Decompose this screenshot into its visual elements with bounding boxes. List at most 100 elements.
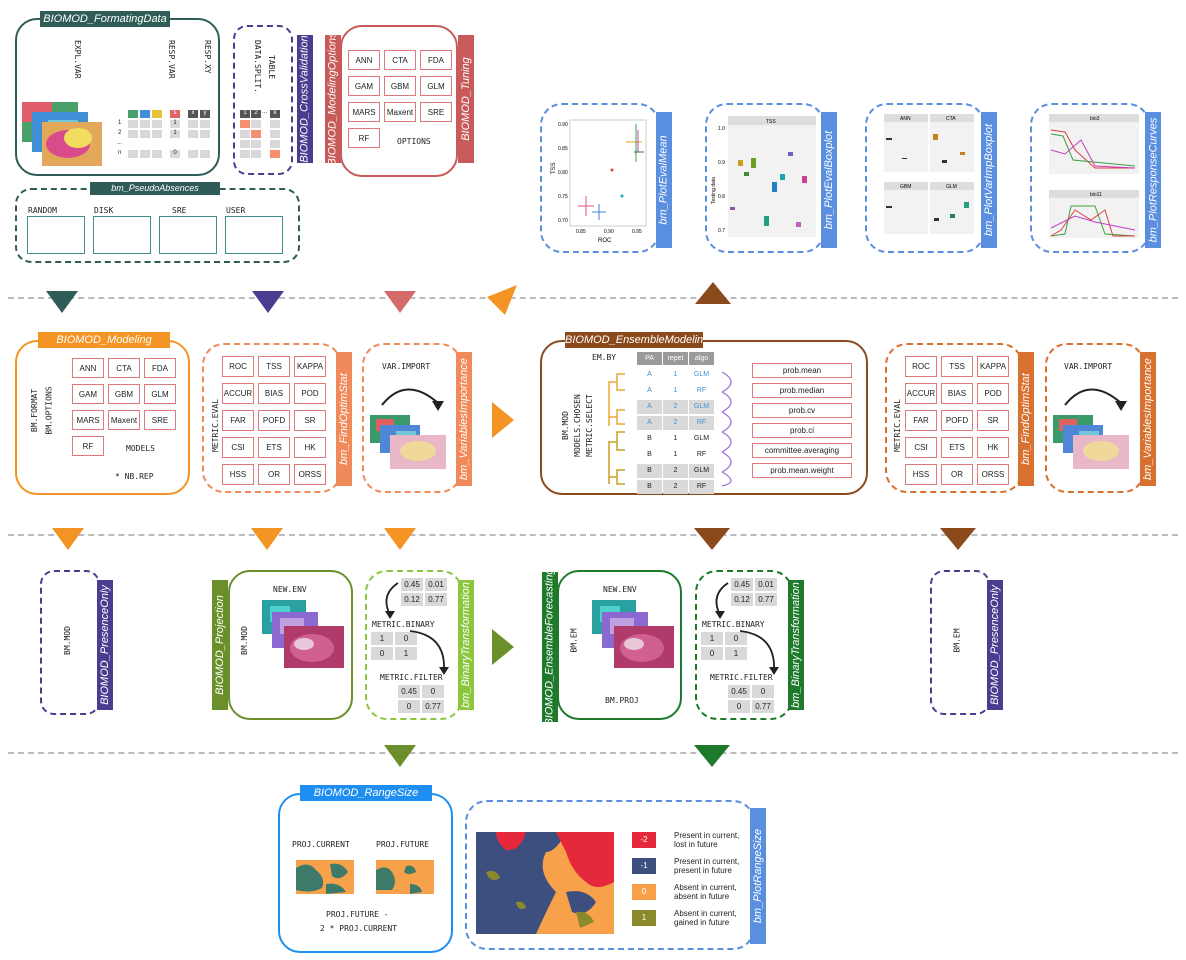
expl-var-label: EXPL.VAR — [73, 40, 82, 79]
model-rf[interactable]: RF — [72, 436, 104, 456]
metric-or[interactable]: OR — [941, 464, 973, 485]
eb-ytick: 1.0 — [718, 126, 725, 132]
model-option-maxent[interactable]: Maxent — [384, 102, 416, 122]
metric-pofd[interactable]: POFD — [941, 410, 973, 431]
ens-output-prob-mean[interactable]: prob.mean — [752, 363, 852, 378]
plot-rangesize-tab[interactable]: bm_PlotRangeSize — [750, 808, 766, 944]
metric-sr[interactable]: SR — [977, 410, 1009, 431]
ens-cell: RF — [689, 416, 714, 430]
model-mars[interactable]: MARS — [72, 410, 104, 430]
binary-cell: 0 — [370, 646, 394, 661]
ens-output-committee-averaging[interactable]: committee.averaging — [752, 443, 852, 458]
metric-hk[interactable]: HK — [977, 437, 1009, 458]
pseudo-option-disk[interactable] — [93, 216, 151, 254]
model-option-rf[interactable]: RF — [348, 128, 380, 148]
cross-validation-tab[interactable]: BIOMOD_CrossValidation — [297, 35, 313, 163]
bm-proj-label: BM.PROJ — [605, 696, 639, 705]
model-ann[interactable]: ANN — [72, 358, 104, 378]
row-2: 2 — [118, 130, 122, 136]
model-fda[interactable]: FDA — [144, 358, 176, 378]
model-option-mars[interactable]: MARS — [348, 102, 380, 122]
metric-kappa[interactable]: KAPPA — [294, 356, 326, 377]
tuning-tab[interactable]: BIOMOD_Tuning — [458, 35, 474, 163]
metric-hss[interactable]: HSS — [905, 464, 937, 485]
varimp2-tab[interactable]: bm_VariablesImportance — [1140, 352, 1156, 486]
model-option-gbm[interactable]: GBM — [384, 76, 416, 96]
model-maxent[interactable]: Maxent — [108, 410, 140, 430]
legend-text-1: Absent in current, — [674, 883, 737, 892]
pseudo-option-user[interactable] — [225, 216, 283, 254]
metric-roc[interactable]: ROC — [905, 356, 937, 377]
pseudo-option-sre[interactable] — [159, 216, 217, 254]
model-option-fda[interactable]: FDA — [420, 50, 452, 70]
model-option-gam[interactable]: GAM — [348, 76, 380, 96]
metric-ets[interactable]: ETS — [941, 437, 973, 458]
model-glm[interactable]: GLM — [144, 384, 176, 404]
tss-axis-label: TSS — [551, 162, 557, 174]
plot-evalbox-tab[interactable]: bm_PlotEvalBoxplot — [821, 112, 837, 248]
presence-only-tab-1[interactable]: BIOMOD_PresenceOnly — [97, 580, 113, 710]
model-sre[interactable]: SRE — [144, 410, 176, 430]
ens-output-prob-cv[interactable]: prob.cv — [752, 403, 852, 418]
varimp-tab[interactable]: bm_VariablesImportance — [456, 352, 472, 486]
presence-only-tab-2[interactable]: BIOMOD_PresenceOnly — [987, 580, 1003, 710]
metric-accur[interactable]: ACCUR — [905, 383, 937, 404]
model-gam[interactable]: GAM — [72, 384, 104, 404]
separator-2 — [8, 534, 1178, 536]
varimp-boxplot: ANN CTA GBM GLM — [884, 114, 974, 234]
findoptim-tab[interactable]: bm_FindOptimStat — [336, 352, 352, 486]
legend-text-2: absent in future — [674, 892, 730, 901]
metric-or[interactable]: OR — [258, 464, 290, 485]
metric-tss[interactable]: TSS — [258, 356, 290, 377]
ens-cell: A — [637, 384, 662, 398]
metric-tss[interactable]: TSS — [941, 356, 973, 377]
model-option-cta[interactable]: CTA — [384, 50, 416, 70]
metric-far[interactable]: FAR — [905, 410, 937, 431]
metric-bias[interactable]: BIAS — [941, 383, 973, 404]
metric-pod[interactable]: POD — [977, 383, 1009, 404]
pseudo-option-random[interactable] — [27, 216, 85, 254]
em-ytick: 0.90 — [558, 122, 568, 128]
projection-tab[interactable]: BIOMOD_Projection — [212, 580, 228, 710]
metric-accur[interactable]: ACCUR — [222, 383, 254, 404]
binary-arrows-1 — [385, 582, 449, 675]
ensforecast-tab[interactable]: BIOMOD_EnsembleForecasting — [542, 568, 558, 726]
resp-head: s — [170, 110, 180, 118]
model-option-glm[interactable]: GLM — [420, 76, 452, 96]
metric-roc[interactable]: ROC — [222, 356, 254, 377]
em-ytick: 0.75 — [558, 194, 568, 200]
model-option-ann[interactable]: ANN — [348, 50, 380, 70]
metric-kappa[interactable]: KAPPA — [977, 356, 1009, 377]
metric-orss[interactable]: ORSS — [977, 464, 1009, 485]
model-cta[interactable]: CTA — [108, 358, 140, 378]
metric-pofd[interactable]: POFD — [258, 410, 290, 431]
model-gbm[interactable]: GBM — [108, 384, 140, 404]
binary-tab-2[interactable]: bm_BinaryTransformation — [788, 580, 804, 710]
ens-output-prob-mean-weight[interactable]: prob.mean.weight — [752, 463, 852, 478]
metric-orss[interactable]: ORSS — [294, 464, 326, 485]
findoptim2-tab[interactable]: bm_FindOptimStat — [1018, 352, 1034, 486]
metric-hss[interactable]: HSS — [222, 464, 254, 485]
rangesize-map — [476, 832, 614, 934]
ens-header-repet: repet — [663, 352, 688, 365]
metric-hk[interactable]: HK — [294, 437, 326, 458]
metric-csi[interactable]: CSI — [222, 437, 254, 458]
metric-ets[interactable]: ETS — [258, 437, 290, 458]
split-cell — [251, 150, 261, 158]
modeling-options-tab[interactable]: BIOMOD_ModelingOptions — [325, 32, 341, 166]
legend-swatch: 1 — [632, 910, 656, 926]
plot-respcurve-tab[interactable]: bm_PlotResponseCurves — [1145, 112, 1161, 248]
metric-far[interactable]: FAR — [222, 410, 254, 431]
plot-evalmean-tab[interactable]: bm_PlotEvalMean — [656, 112, 672, 248]
metric-pod[interactable]: POD — [294, 383, 326, 404]
plot-varimp-tab[interactable]: bm_PlotVarImpBoxplot — [981, 112, 997, 248]
ensemble-title: BIOMOD_EnsembleModeling — [565, 332, 703, 348]
metric-bias[interactable]: BIAS — [258, 383, 290, 404]
ens-output-prob-ci[interactable]: prob.ci — [752, 423, 852, 438]
binary-tab-1[interactable]: bm_BinaryTransformation — [458, 580, 474, 710]
ens-cell: GLM — [689, 432, 714, 446]
ens-output-prob-median[interactable]: prob.median — [752, 383, 852, 398]
metric-sr[interactable]: SR — [294, 410, 326, 431]
metric-csi[interactable]: CSI — [905, 437, 937, 458]
model-option-sre[interactable]: SRE — [420, 102, 452, 122]
